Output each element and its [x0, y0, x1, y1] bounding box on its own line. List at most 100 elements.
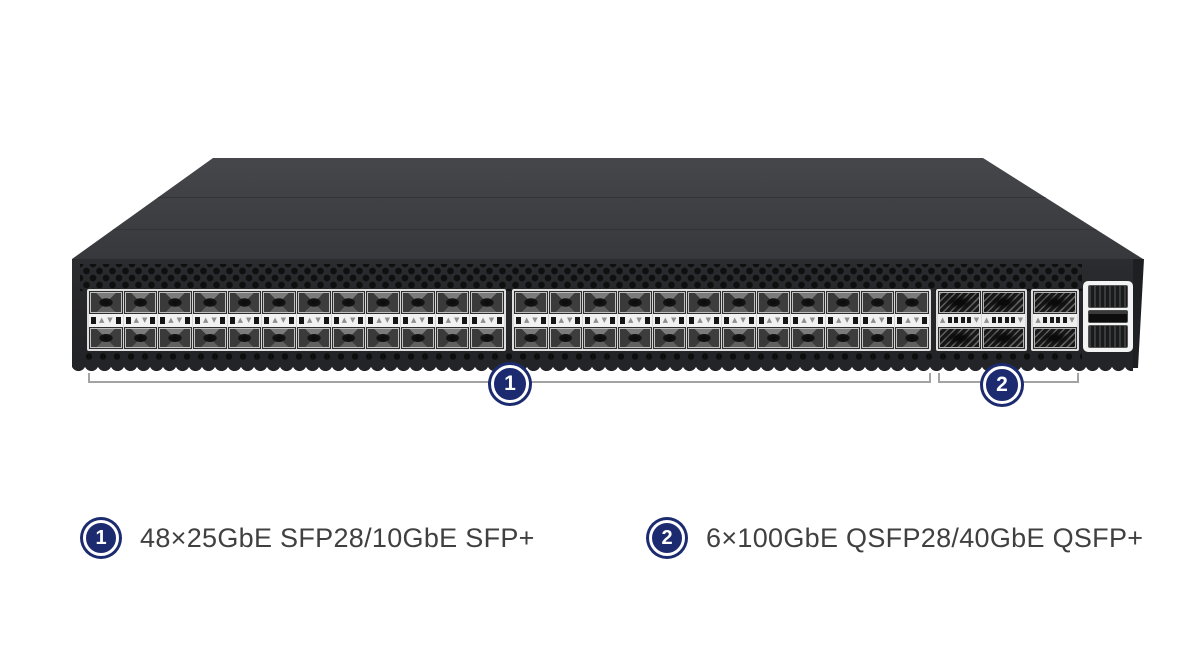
sfp-cage-bottom: [332, 327, 365, 348]
down-arrow-icon: ▼: [107, 315, 113, 324]
sfp-cage-bottom: [471, 327, 504, 348]
sfp-cage-bottom: [584, 327, 617, 348]
latch-block: [714, 316, 719, 324]
sfp-latch-strip: ▲▼: [722, 313, 756, 327]
up-arrow-icon: ▲: [445, 315, 452, 324]
latch-block: [299, 316, 305, 324]
sfp-cage-top: [228, 292, 261, 313]
down-arrow-icon: ▼: [844, 315, 850, 324]
qsfp-latch-strip: ▲▼: [982, 313, 1025, 327]
sfp-cage-bottom: [653, 327, 686, 348]
sfp-port-column: ▲▼: [514, 291, 549, 349]
sfp-latch-strip: ▲▼: [401, 313, 435, 327]
sfp-cage-top: [471, 292, 504, 313]
switch-front-panel: ▲▼▲▼▲▼▲▼▲▼▲▼▲▼▲▼▲▼▲▼▲▼▲▼ ▲▼▲▼▲▼▲▼▲▼▲▼▲▼▲…: [72, 259, 1133, 364]
callout-badge-2: 2: [980, 363, 1024, 407]
up-arrow-icon: ▲: [480, 315, 486, 324]
down-arrow-icon: ▼: [740, 315, 746, 324]
sfp-latch-strip: ▲▼: [158, 313, 193, 327]
down-arrow-icon: ▼: [775, 315, 781, 324]
sfp-cage-top: [90, 292, 122, 313]
sfp-cage-bottom: [723, 327, 755, 348]
sfp-cage-bottom: [619, 327, 651, 348]
qsfp-latch-strip: ▲▼: [938, 313, 981, 327]
sfp-latch-strip: ▲▼: [227, 313, 262, 327]
latch-block: [1049, 317, 1054, 323]
latch-block: [748, 316, 754, 324]
sfp-port-column: ▲▼: [123, 291, 159, 349]
latch-block: [437, 316, 443, 324]
latch-block: [758, 316, 764, 324]
up-arrow-icon: ▲: [905, 315, 911, 324]
sfp-latch-strip: ▲▼: [791, 313, 826, 327]
qsfp-cage-bottom: [983, 327, 1024, 348]
up-arrow-icon: ▲: [766, 315, 773, 324]
sfp-latch-strip: ▲▼: [548, 313, 583, 327]
down-arrow-icon: ▼: [211, 315, 217, 324]
latch-block: [125, 316, 131, 324]
vent-grille-top: [80, 264, 1082, 291]
sfp-latch-strip: ▲▼: [583, 313, 618, 327]
down-arrow-icon: ▼: [566, 315, 573, 324]
qsfp-cage-top: [1034, 292, 1076, 313]
sfp-cage-bottom: [90, 327, 122, 348]
down-arrow-icon: ▼: [176, 315, 183, 324]
latch-block: [516, 316, 521, 324]
up-arrow-icon: ▲: [306, 315, 313, 324]
sfp-latch-strip: ▲▼: [123, 313, 158, 327]
sfp-cage-bottom: [827, 327, 859, 348]
latch-block: [333, 316, 339, 324]
latch-block: [897, 316, 903, 324]
sfp-cage-top: [757, 292, 790, 313]
sfp-cage-top: [792, 292, 825, 313]
latch-block: [679, 316, 685, 324]
latch-block: [160, 316, 166, 324]
sfp-cage-top: [688, 292, 721, 313]
latch-block: [1011, 317, 1016, 323]
latch-block: [654, 316, 660, 324]
latch-block: [393, 316, 399, 324]
sfp-port-column: ▲▼: [756, 291, 792, 349]
latch-block: [852, 316, 858, 324]
latch-block: [195, 316, 201, 324]
latch-block: [887, 316, 893, 324]
sfp-latch-strip: ▲▼: [89, 313, 123, 327]
down-arrow-icon: ▼: [705, 315, 712, 324]
up-arrow-icon: ▲: [731, 315, 738, 324]
sfp-latch-strip: ▲▼: [687, 313, 722, 327]
qsfp-port-column: ▲▼: [1033, 291, 1077, 349]
sfp-cage-bottom: [688, 327, 721, 348]
sfp-port-column: ▲▼: [687, 291, 723, 349]
legend-number: 2: [661, 526, 673, 549]
chassis-bottom-edge: [72, 364, 1133, 373]
latch-block: [323, 316, 329, 324]
sfp-port-column: ▲▼: [435, 291, 471, 349]
up-arrow-icon: ▲: [983, 315, 990, 324]
sfp-port-column: ▲▼: [89, 291, 124, 349]
sfp-cage-top: [653, 292, 686, 313]
down-arrow-icon: ▼: [809, 315, 816, 324]
latch-block: [427, 316, 433, 324]
rj45-console-port-icon: [1088, 285, 1128, 308]
sfp-port-column: ▲▼: [262, 291, 298, 349]
sfp-cage-bottom: [549, 327, 582, 348]
latch-block: [254, 316, 260, 324]
sfp-cage-top: [861, 292, 894, 313]
down-arrow-icon: ▼: [670, 315, 677, 324]
sfp-cage-bottom: [792, 327, 825, 348]
down-arrow-icon: ▼: [280, 315, 287, 324]
sfp-latch-strip: ▲▼: [895, 313, 930, 327]
up-arrow-icon: ▲: [98, 315, 105, 324]
down-arrow-icon: ▼: [636, 315, 642, 324]
callout-badge-1: 1: [488, 362, 532, 406]
latch-block: [793, 316, 799, 324]
top-panel-seam: [72, 229, 1143, 230]
latch-block: [115, 316, 121, 324]
up-arrow-icon: ▲: [939, 315, 946, 324]
sfp-cage-top: [263, 292, 296, 313]
qsfp-cage-top: [939, 292, 980, 313]
latch-block: [960, 317, 965, 323]
latch-block: [184, 316, 190, 324]
sfp-latch-strip: ▲▼: [262, 313, 297, 327]
